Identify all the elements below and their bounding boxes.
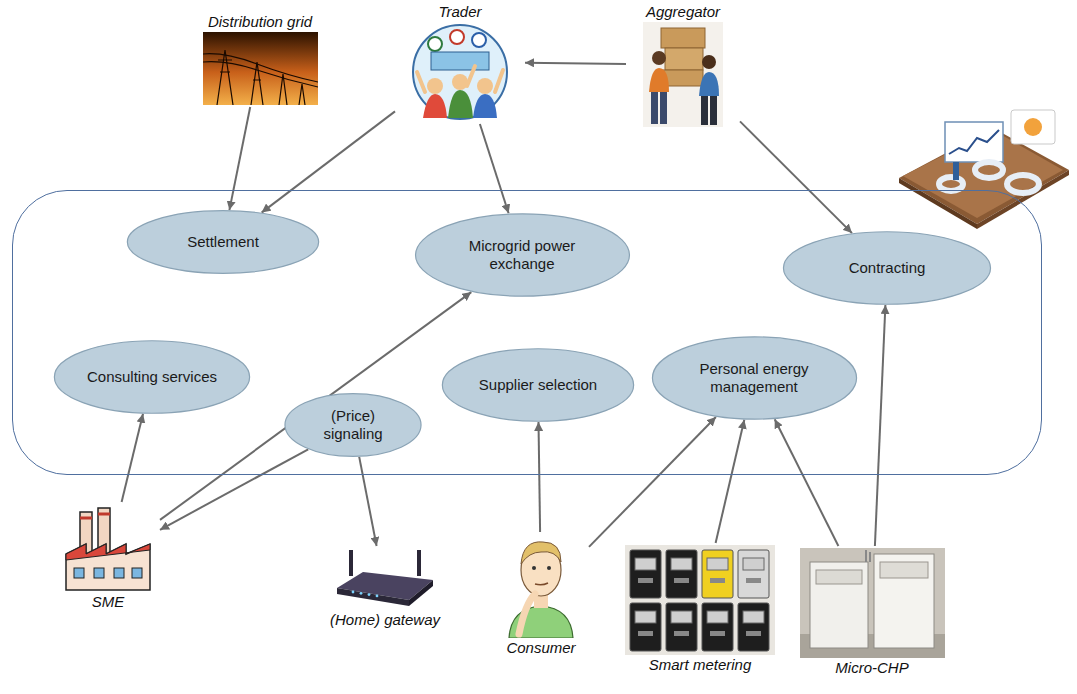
service-label: (Price) signaling xyxy=(309,407,397,443)
actor-caption: SME xyxy=(92,592,125,612)
ellipse-text-group: Settlement xyxy=(187,233,259,251)
actor-figure: SME xyxy=(58,504,158,612)
ellipse-text-group: Consulting services xyxy=(87,368,217,386)
system-boundary: Settlement Microgrid power exchangeContra… xyxy=(12,190,1042,475)
actor-illustration xyxy=(643,22,723,127)
actor-caption: (Home) gateway xyxy=(330,610,440,630)
ellipse-text-group: Microgrid power exchange xyxy=(451,237,594,273)
flow-arrow xyxy=(359,457,376,546)
actor-illustration xyxy=(625,545,775,655)
flow-arrow xyxy=(262,111,395,212)
service-label: Contracting xyxy=(849,259,926,277)
service-label: Supplier selection xyxy=(479,376,597,394)
flow-arrow xyxy=(525,63,626,64)
actor-illustration xyxy=(333,548,437,610)
service-label: Settlement xyxy=(187,233,259,251)
actor-illustration xyxy=(203,32,318,105)
service-ellipse: Contracting xyxy=(782,231,992,305)
marketplace-illustration xyxy=(893,108,1073,230)
ellipse-text-group: Personal energy management xyxy=(686,360,822,396)
actor-caption: Consumer xyxy=(506,638,575,658)
flow-arrow xyxy=(539,422,541,532)
actor-picture xyxy=(333,548,437,610)
flow-arrow xyxy=(875,305,886,546)
actor-illustration xyxy=(62,504,154,592)
service-label: Microgrid power exchange xyxy=(451,237,594,273)
service-ellipse: (Price) signaling xyxy=(284,393,422,457)
actor-figure: Distribution grid xyxy=(188,12,332,105)
flow-arrow xyxy=(122,414,143,502)
actor-caption: Smart metering xyxy=(649,655,752,675)
ellipse-text-group: (Price) signaling xyxy=(309,407,397,443)
flow-arrow xyxy=(160,449,308,530)
flow-arrow xyxy=(229,107,250,210)
actor-caption: Micro-CHP xyxy=(835,658,908,678)
actor-illustration xyxy=(405,22,515,122)
actor-figure: Trader xyxy=(397,2,523,122)
actor-picture xyxy=(643,22,723,127)
actor-picture xyxy=(625,545,775,655)
service-ellipse: Settlement xyxy=(126,210,320,274)
actor-caption: Trader xyxy=(438,2,481,22)
actor-picture xyxy=(505,534,577,638)
service-label: Personal energy management xyxy=(686,360,822,396)
actor-illustration xyxy=(505,534,577,638)
actor-picture xyxy=(800,548,945,658)
ellipse-text-group: Contracting xyxy=(849,259,926,277)
actor-figure: Smart metering xyxy=(620,545,780,675)
service-ellipse: Personal energy management xyxy=(651,336,858,420)
actor-illustration xyxy=(800,548,945,658)
actor-caption: Distribution grid xyxy=(208,12,312,32)
actor-picture xyxy=(203,32,318,105)
actor-picture xyxy=(405,22,515,122)
service-ellipse: Supplier selection xyxy=(441,348,635,422)
flow-arrow xyxy=(775,419,839,546)
actor-figure: Consumer xyxy=(495,534,587,658)
flow-arrow xyxy=(589,417,716,547)
actor-figure: Aggregator xyxy=(628,2,738,127)
actor-caption: Aggregator xyxy=(646,2,720,22)
service-ellipse: Consulting services xyxy=(53,340,251,414)
actor-figure: (Home) gateway xyxy=(318,548,452,630)
ellipse-text-group: Supplier selection xyxy=(479,376,597,394)
flow-arrow xyxy=(480,124,509,213)
actor-picture xyxy=(62,504,154,592)
flow-arrow xyxy=(740,121,852,233)
service-ellipse: Microgrid power exchange xyxy=(414,213,631,297)
flow-arrow xyxy=(716,420,745,543)
actor-figure: Micro-CHP xyxy=(796,548,948,678)
service-label: Consulting services xyxy=(87,368,217,386)
